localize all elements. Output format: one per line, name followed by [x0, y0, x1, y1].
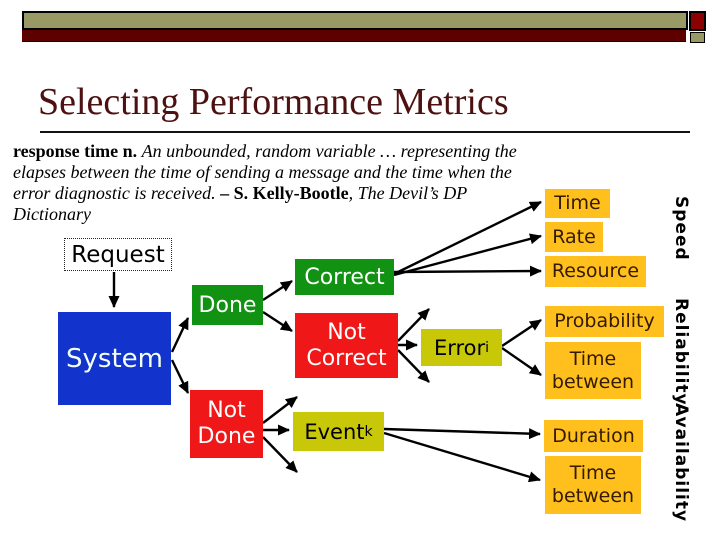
event-label: Event	[304, 419, 365, 444]
header-bar-maroon	[22, 30, 686, 42]
node-metric-resource: Resource	[545, 256, 646, 287]
quote-line: elapses between the time of sending a me…	[13, 162, 553, 183]
node-request: Request	[64, 238, 172, 271]
group-label-availability: Availability	[671, 403, 691, 523]
node-metric-rate: Rate	[545, 222, 603, 252]
node-metric-time-between-availability: Time between	[545, 456, 641, 514]
header-square-tan	[690, 32, 705, 43]
node-metric-time-between-reliability: Time between	[545, 342, 641, 399]
node-metric-duration: Duration	[544, 420, 643, 452]
quote-segment: elapses between the time of sending a me…	[13, 162, 512, 182]
quote-line: error diagnostic is received. – S. Kelly…	[13, 183, 553, 204]
quote-segment: response time n.	[13, 141, 142, 161]
page-title: Selecting Performance Metrics	[38, 81, 509, 123]
group-label-reliability: Reliability	[671, 298, 691, 406]
quote-segment: , The Devil’s DP	[348, 183, 468, 203]
quote-segment: – S. Kelly-Bootle	[220, 183, 349, 203]
node-not-correct: Not Correct	[295, 313, 398, 378]
node-metric-probability: Probability	[545, 306, 664, 337]
node-metric-time: Time	[545, 189, 610, 218]
title-underline	[40, 131, 690, 133]
error-label: Error	[433, 335, 486, 360]
quote-line: response time n. An unbounded, random va…	[13, 141, 553, 162]
header-bar-tan	[22, 11, 688, 30]
node-system: System	[58, 312, 171, 405]
node-done: Done	[192, 285, 263, 325]
quote-segment: Dictionary	[13, 204, 91, 224]
node-not-done: Not Done	[190, 390, 263, 458]
group-label-speed: Speed	[671, 196, 691, 261]
node-correct: Correct	[295, 259, 394, 295]
header-square-maroon	[689, 11, 706, 31]
quote-segment: error diagnostic is received.	[13, 183, 221, 203]
definition-quote: response time n. An unbounded, random va…	[13, 141, 553, 225]
quote-line: Dictionary	[13, 204, 553, 225]
quote-segment: An unbounded, random variable … represen…	[141, 141, 517, 161]
